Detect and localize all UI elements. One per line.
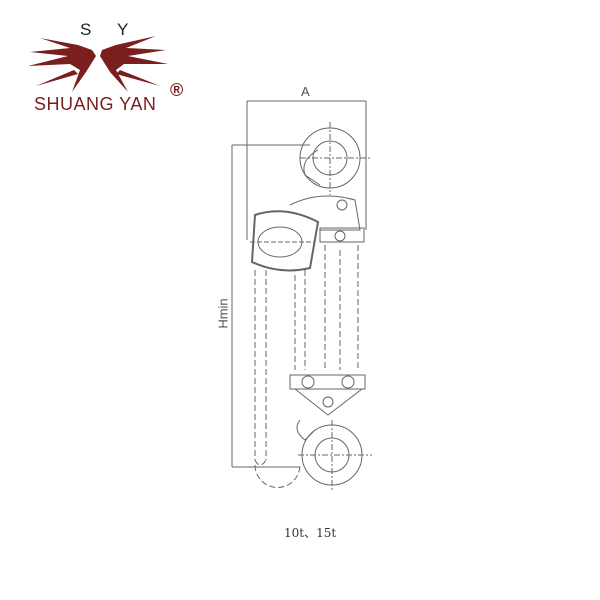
lower-block	[289, 374, 366, 416]
top-hook	[299, 122, 370, 195]
hand-wheel-housing	[250, 195, 365, 272]
registered-mark: ®	[170, 80, 184, 100]
logo-brand-name: SHUANG YAN	[34, 94, 157, 114]
dimension-hmin-label: Hmin	[215, 298, 231, 329]
bottom-hook	[296, 419, 372, 490]
capacity-caption: 10t、15t	[284, 526, 337, 540]
logo-letter-s: S	[80, 20, 92, 39]
dimension-hmin-line	[231, 144, 310, 468]
logo-letter-y: Y	[117, 20, 129, 39]
dimension-a-label: A	[301, 84, 310, 99]
hoist-chains	[254, 245, 359, 488]
swallows-logo-icon	[28, 36, 168, 92]
dimension-a-line	[246, 100, 367, 240]
